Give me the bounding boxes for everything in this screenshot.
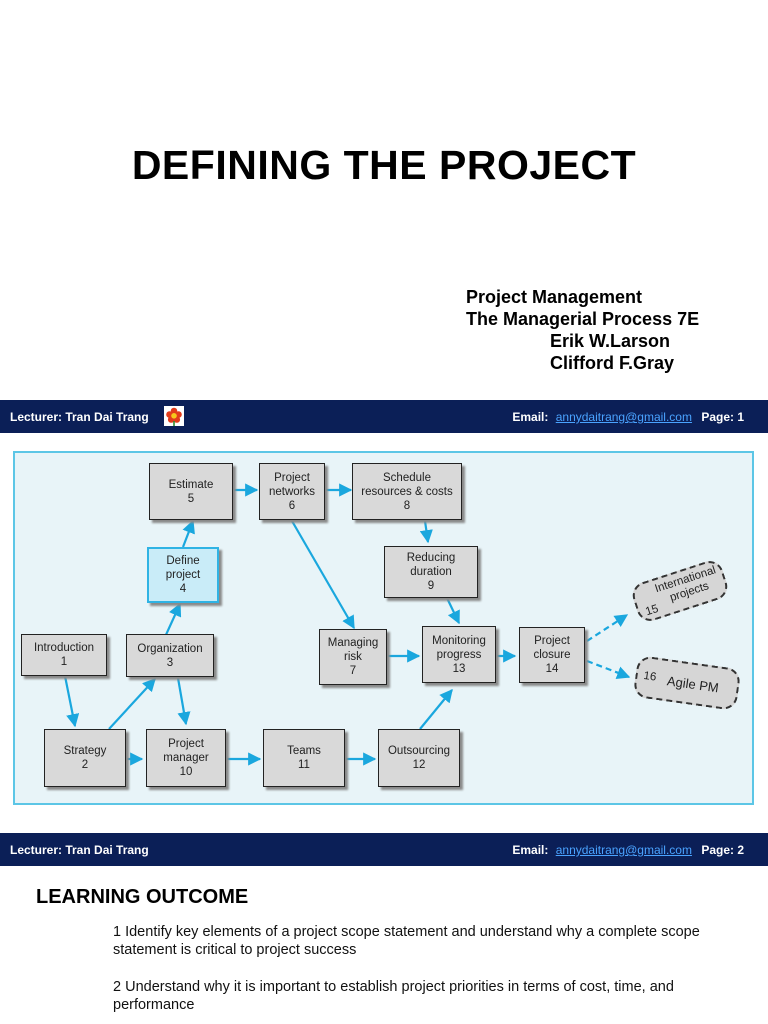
- arrow-networks-managing: [291, 520, 355, 630]
- arrow-schedule-reducing: [419, 520, 433, 544]
- diagram-arrows: [63, 483, 631, 766]
- outcome-item: 1 Identify key elements of a project sco…: [113, 924, 700, 958]
- email-label: Email:: [512, 843, 549, 857]
- book-author: Clifford F.Gray: [550, 353, 675, 373]
- arrow-organization-define: [163, 602, 182, 638]
- arrow-closure-agile: [586, 659, 631, 679]
- slide-title: DEFINING THE PROJECT: [131, 142, 637, 188]
- book-info: Project Management The Managerial Proces…: [466, 286, 699, 374]
- email-link[interactable]: annydaitrang@gmail.com: [555, 410, 692, 424]
- footer-right: Email: annydaitrang@gmail.com Page: 1: [512, 410, 744, 424]
- arrow-outsourcing-monitoring: [419, 688, 453, 730]
- footer-right: Email: annydaitrang@gmail.com Page: 2: [512, 843, 744, 857]
- arrow-reducing-monitoring: [446, 597, 460, 625]
- lecturer-label: Lecturer: Tran Dai Trang: [10, 410, 149, 424]
- book-author: Erik W.Larson: [550, 331, 671, 351]
- arrow-organization-manager: [176, 677, 191, 726]
- arrow-strategy-organization: [108, 678, 156, 730]
- arrow-define-estimate: [181, 519, 195, 548]
- book-line: The Managerial Process 7E: [466, 309, 700, 329]
- arrow-intro-strategy: [63, 675, 80, 728]
- book-line: Project Management: [466, 287, 643, 307]
- lecturer-label: Lecturer: Tran Dai Trang: [10, 843, 149, 857]
- learning-outcome-heading: LEARNING OUTCOME: [36, 886, 249, 908]
- email-link[interactable]: annydaitrang@gmail.com: [555, 843, 692, 857]
- page-number: Page: 1: [701, 410, 744, 424]
- page-number: Page: 2: [701, 843, 744, 857]
- arrow-closure-international: [586, 614, 629, 642]
- flower-icon: [164, 406, 184, 426]
- footer-bar-1: Lecturer: Tran Dai Trang Email: annydait…: [0, 400, 768, 433]
- outcome-item: 2 Understand why it is important to esta…: [113, 979, 674, 1013]
- email-label: Email:: [512, 410, 549, 424]
- footer-bar-2: Lecturer: Tran Dai Trang Email: annydait…: [0, 833, 768, 866]
